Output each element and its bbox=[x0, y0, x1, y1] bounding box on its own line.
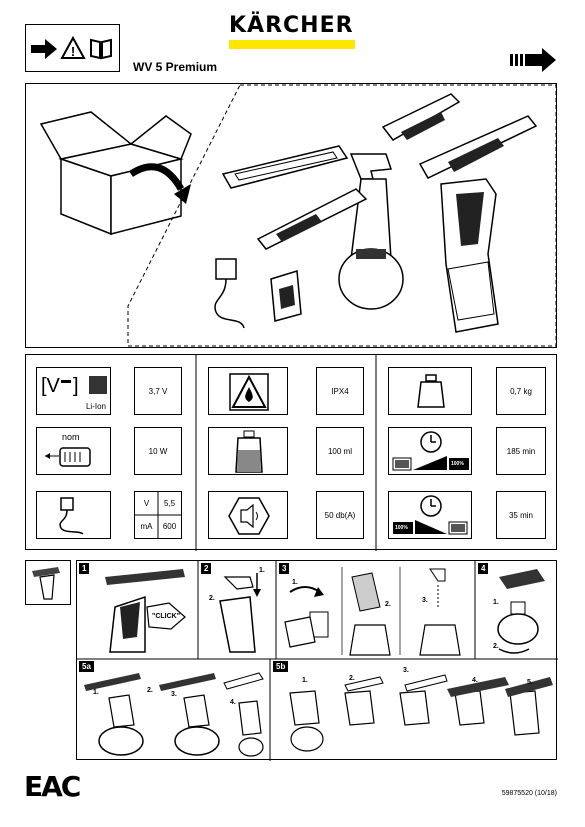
water-protection-icon bbox=[229, 373, 269, 411]
instruction-symbols-box: ! bbox=[25, 24, 120, 72]
step-5b-illustration bbox=[289, 674, 553, 752]
step-1-label: 1 bbox=[79, 563, 90, 574]
assembly-steps-panel: 1 "CLICK" 2 1. 2. 3 1. 2. 3. 4 1. 2. bbox=[76, 560, 558, 761]
runtime-value: 185 min bbox=[496, 427, 546, 475]
charger-spec-table: V 5,5 mA 600 bbox=[134, 491, 182, 539]
step-1-illustration bbox=[105, 569, 186, 653]
click-label: "CLICK" bbox=[152, 613, 181, 620]
wiper-blade-illustration bbox=[418, 115, 538, 179]
step-5b-num-1: 1. bbox=[302, 677, 308, 684]
steps-dividers bbox=[77, 561, 558, 761]
charger-icon-cell bbox=[36, 491, 111, 539]
step-5a-num-3: 3. bbox=[171, 691, 177, 698]
noise-value: 50 db(A) bbox=[316, 491, 364, 539]
power-value: 10 W bbox=[134, 427, 182, 475]
motor-icon bbox=[45, 447, 91, 467]
runtime-icon-cell: 100% bbox=[388, 427, 472, 475]
charge-time-value: 35 min bbox=[496, 491, 546, 539]
svg-text:]: ] bbox=[73, 375, 79, 397]
step-4-illustration bbox=[497, 569, 545, 654]
noise-icon-cell bbox=[208, 491, 288, 539]
battery-full-label: 100% bbox=[451, 461, 464, 467]
step-4-num-2: 2. bbox=[493, 643, 499, 650]
tank-icon-cell bbox=[208, 427, 288, 475]
battery-full-label-2: 100% bbox=[395, 525, 408, 531]
eac-text: EAC bbox=[24, 770, 80, 803]
step-5b-num-2: 2. bbox=[349, 675, 355, 682]
step-5a-num-1: 1. bbox=[93, 689, 99, 696]
svg-text:!: ! bbox=[71, 44, 75, 59]
charger-volt-label: V bbox=[143, 499, 150, 508]
battery-voltage-icon: [V ] bbox=[41, 375, 107, 397]
charger-table-lines bbox=[134, 491, 182, 539]
arrow-right-icon bbox=[31, 39, 57, 59]
water-tank-icon bbox=[235, 430, 263, 473]
box-unpacking-illustration bbox=[39, 111, 192, 236]
warning-icon: ! bbox=[60, 35, 86, 59]
tank-value: 100 ml bbox=[316, 427, 364, 475]
step-3-num-2: 2. bbox=[385, 601, 391, 608]
step-5a-label: 5a bbox=[79, 661, 94, 672]
nom-label: nom bbox=[62, 432, 80, 442]
spray-extension-illustration bbox=[256, 188, 368, 250]
protection-icon-cell bbox=[208, 367, 288, 415]
charge-clock-icon bbox=[393, 495, 468, 535]
noise-level-icon bbox=[228, 497, 270, 535]
step-5b-num-3: 3. bbox=[403, 667, 409, 674]
assembly-icon bbox=[25, 560, 71, 605]
step-5a-num-2: 2. bbox=[147, 687, 153, 694]
microfibre-pad-illustration bbox=[221, 145, 349, 189]
brand-bar bbox=[229, 40, 355, 49]
step-5b-num-4: 4. bbox=[472, 677, 478, 684]
runtime-clock-icon bbox=[392, 431, 469, 471]
step-4-label: 4 bbox=[478, 563, 489, 574]
brand-logo: KÄRCHER bbox=[229, 13, 354, 38]
weight-icon-cell bbox=[388, 367, 472, 415]
manual-booklet-illustration bbox=[270, 270, 302, 322]
document-number: 59875520 (10/18) bbox=[501, 790, 557, 797]
charger-volt-value: 5,5 bbox=[163, 499, 176, 508]
charger-ma-value: 600 bbox=[162, 522, 177, 531]
manual-book-icon bbox=[90, 38, 112, 60]
product-title: WV 5 Premium bbox=[133, 60, 218, 74]
step-5a-num-4: 4. bbox=[230, 699, 236, 706]
contents-dashed-outline bbox=[127, 84, 557, 347]
spec-grid-dividers bbox=[195, 355, 377, 551]
voltage-value: 3,7 V bbox=[134, 367, 182, 415]
motor-icon-cell: nom bbox=[36, 427, 111, 475]
eac-certification-mark: EAC bbox=[24, 770, 82, 803]
technical-data-panel: [V ] Li-Ion 3,7 V nom 10 W V 5,5 mA bbox=[25, 354, 557, 551]
next-page-arrow-icon bbox=[510, 48, 556, 72]
charger-illustration bbox=[214, 258, 245, 329]
battery-icon-cell: [V ] Li-Ion bbox=[36, 367, 111, 415]
charge-time-icon-cell: 100% bbox=[388, 491, 472, 539]
weight-icon bbox=[417, 374, 445, 408]
protection-value: IPX4 bbox=[316, 367, 364, 415]
step-3-num-1: 1. bbox=[292, 579, 298, 586]
window-vac-small-icon bbox=[32, 567, 60, 600]
weight-value: 0,7 kg bbox=[496, 367, 546, 415]
step-2-num-2: 2. bbox=[209, 595, 215, 602]
step-5b-num-5: 5. bbox=[527, 679, 533, 686]
battery-type-label: Li-Ion bbox=[85, 402, 106, 411]
charger-icon bbox=[59, 497, 84, 535]
window-vac-illustration bbox=[440, 178, 499, 333]
step-2-num-1: 1. bbox=[259, 567, 265, 574]
charger-ma-label: mA bbox=[140, 522, 153, 531]
step-2-label: 2 bbox=[201, 563, 212, 574]
svg-text:[V: [V bbox=[41, 375, 61, 397]
package-contents-panel bbox=[25, 83, 557, 348]
step-3-num-3: 3. bbox=[422, 597, 428, 604]
step-4-num-1: 1. bbox=[493, 599, 499, 606]
step-3-illustration bbox=[284, 567, 461, 656]
step-2-illustration bbox=[219, 573, 261, 653]
wiper-blade-illustration bbox=[381, 93, 461, 141]
step-3-label: 3 bbox=[279, 563, 290, 574]
step-5a-illustration bbox=[84, 672, 264, 757]
step-5b-label: 5b bbox=[273, 661, 289, 672]
